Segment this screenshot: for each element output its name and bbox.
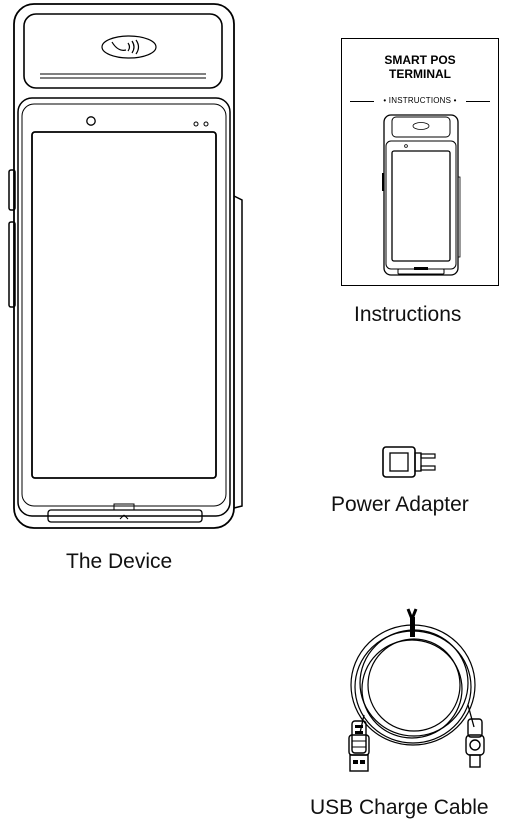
contactless-icon [101,35,157,59]
instructions-title-line2: TERMINAL [389,67,451,81]
camera-dot-icon [86,116,96,126]
pos-device-illustration [8,3,243,529]
power-adapter-icon [382,446,436,478]
sensor-dots-icon [193,121,209,127]
mini-device-icon [382,114,461,276]
instructions-box: SMART POS TERMINAL • INSTRUCTIONS • [341,38,499,286]
device-caption: The Device [66,550,173,573]
instructions-subtitle: • INSTRUCTIONS • [383,96,457,105]
power-adapter-caption: Power Adapter [331,493,469,516]
usb-cable-caption: USB Charge Cable [310,796,489,819]
instructions-title-line1: SMART POS [384,53,456,67]
instructions-caption: Instructions [354,303,462,326]
usb-cable-icon [348,608,485,772]
